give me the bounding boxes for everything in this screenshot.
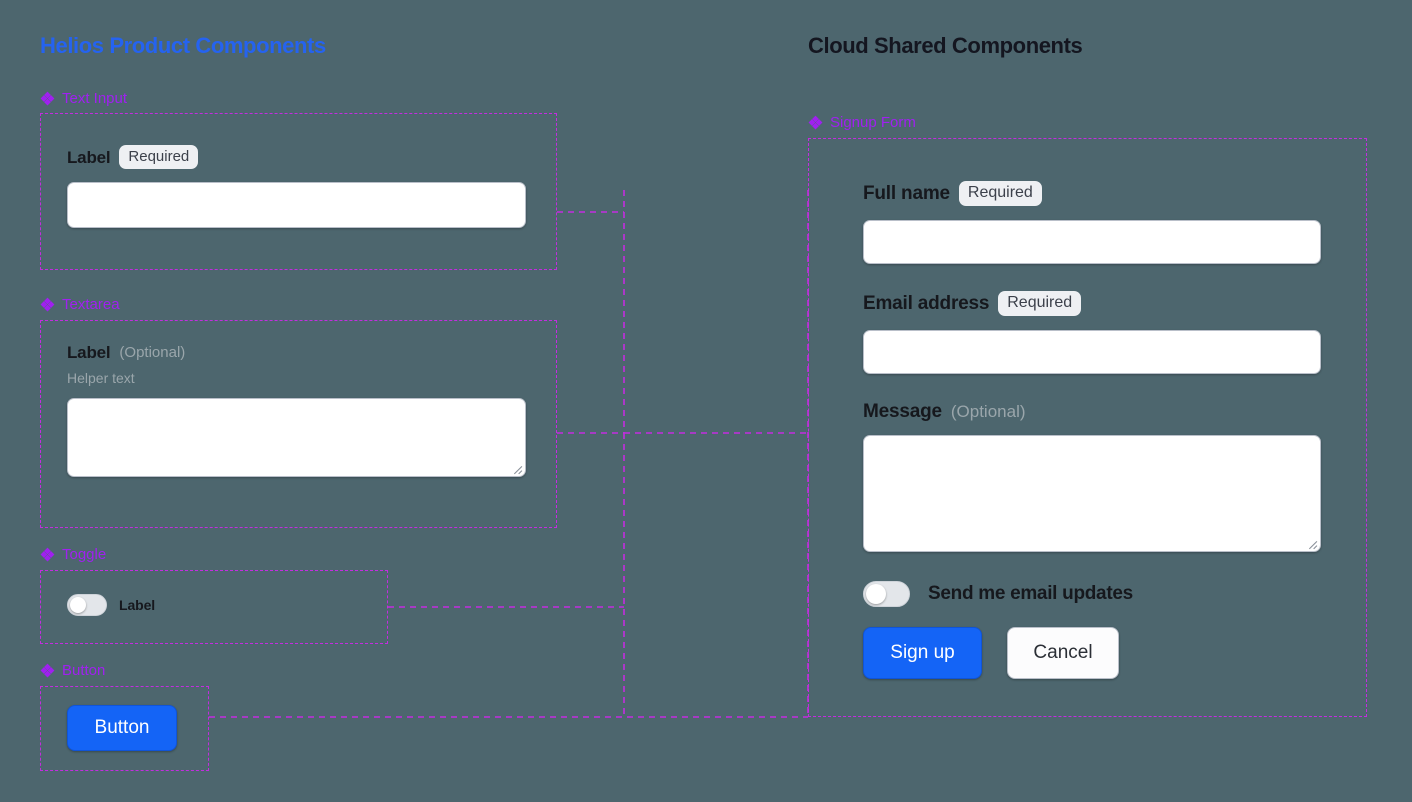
component-frame-button: [40, 686, 209, 771]
resize-grip-icon[interactable]: [1305, 537, 1318, 550]
left-column-title: Helios Product Components: [40, 33, 326, 58]
email-label-row: Email address Required: [863, 291, 1321, 316]
component-frame-toggle: [40, 570, 388, 644]
textarea-label: Label: [67, 343, 111, 362]
textarea-helper-text: Helper text: [67, 370, 135, 386]
section-label-signup-form: Signup Form: [808, 114, 916, 131]
section-label-text: Toggle: [62, 546, 107, 563]
section-label-text: Text Input: [62, 90, 128, 107]
section-label-textarea: Textarea: [40, 296, 120, 313]
section-label-text-input: Text Input: [40, 90, 127, 107]
full-name-label: Full name: [863, 183, 950, 204]
toggle-label: Label: [119, 597, 156, 613]
section-label-text: Textarea: [62, 296, 120, 313]
section-label-toggle: Toggle: [40, 546, 106, 563]
email-label: Email address: [863, 293, 990, 314]
demo-button[interactable]: Button: [67, 705, 177, 751]
cancel-button[interactable]: Cancel: [1007, 627, 1119, 679]
section-label-text: Signup Form: [830, 114, 916, 131]
signup-message-field: Message (Optional): [863, 402, 1321, 552]
full-name-input[interactable]: [863, 220, 1321, 264]
component-frame-text-input: [40, 113, 557, 270]
diamond-cluster-icon: [40, 91, 55, 106]
toggle-track[interactable]: [67, 594, 107, 616]
component-frame-textarea: [40, 320, 557, 528]
email-updates-toggle-label: Send me email updates: [928, 583, 1133, 604]
textarea-control[interactable]: [67, 398, 526, 477]
sign-up-button[interactable]: Sign up: [863, 627, 982, 679]
email-updates-toggle-knob: [866, 584, 886, 604]
textarea-optional-tag: (Optional): [119, 344, 186, 361]
textarea-field: Label (Optional) Helper text: [67, 344, 526, 477]
toggle-control[interactable]: Label: [67, 594, 155, 616]
email-updates-toggle[interactable]: Send me email updates: [863, 581, 1133, 607]
message-label-row: Message (Optional): [863, 402, 1321, 421]
message-label: Message: [863, 401, 942, 422]
textarea-label-row: Label (Optional): [67, 344, 526, 361]
signup-full-name-field: Full name Required: [863, 181, 1321, 264]
toggle-knob: [70, 597, 86, 613]
text-input-control[interactable]: [67, 182, 526, 228]
section-label-text: Button: [62, 662, 106, 679]
diamond-cluster-icon: [40, 547, 55, 562]
text-input-label: Label: [67, 147, 111, 167]
message-optional-tag: (Optional): [950, 402, 1026, 421]
text-input-label-row: Label Required: [67, 145, 526, 169]
right-column-title: Cloud Shared Components: [808, 33, 1083, 58]
textarea-wrapper: [67, 398, 526, 477]
message-textarea[interactable]: [863, 435, 1321, 552]
resize-grip-icon[interactable]: [510, 462, 523, 475]
diamond-cluster-icon: [808, 115, 823, 130]
email-updates-toggle-track[interactable]: [863, 581, 910, 607]
text-input-field: Label Required: [67, 145, 526, 228]
diamond-cluster-icon: [40, 297, 55, 312]
email-input[interactable]: [863, 330, 1321, 374]
signup-email-field: Email address Required: [863, 291, 1321, 374]
text-input-required-badge: Required: [119, 145, 199, 169]
message-textarea-wrapper: [863, 435, 1321, 552]
full-name-required-badge: Required: [958, 181, 1042, 206]
full-name-label-row: Full name Required: [863, 181, 1321, 206]
email-required-badge: Required: [998, 291, 1082, 316]
diamond-cluster-icon: [40, 663, 55, 678]
section-label-button: Button: [40, 662, 105, 679]
